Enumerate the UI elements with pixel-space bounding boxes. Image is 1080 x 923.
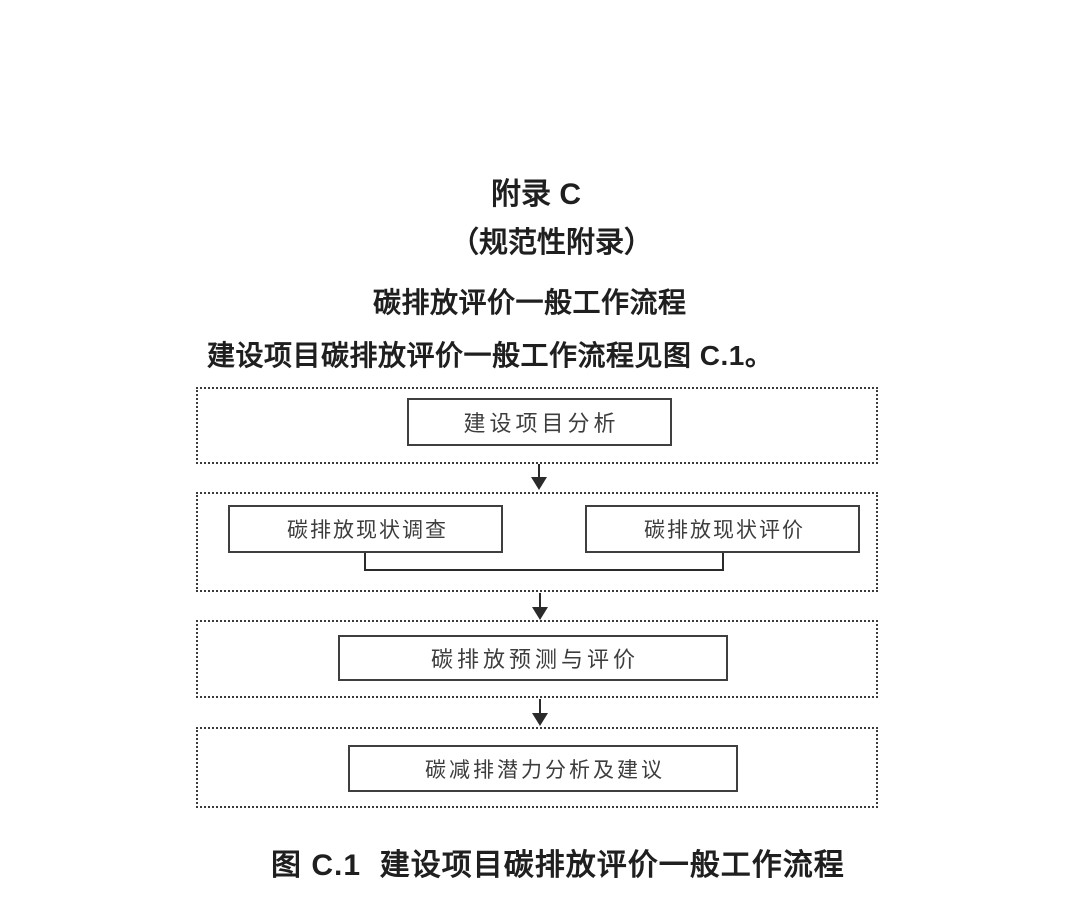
flow-box-label: 碳排放预测与评价 — [430, 647, 639, 672]
flow-box-label: 碳排放现状评价 — [644, 518, 805, 542]
connector-line-right-drop — [722, 553, 724, 571]
appendix-title: 附录 C — [491, 178, 581, 211]
arrow-head-icon — [532, 607, 548, 620]
arrow-head-icon — [531, 477, 547, 490]
arrow-head-icon — [532, 713, 548, 726]
arrow-shaft — [539, 699, 541, 715]
flow-box-reduction-potential: 碳减排潜力分析及建议 — [348, 745, 738, 792]
arrow-shaft — [538, 464, 540, 479]
connector-arrow-down-1 — [531, 464, 547, 490]
connector-arrow-down-2 — [532, 593, 548, 620]
flow-box-status-evaluation: 碳排放现状评价 — [585, 505, 860, 553]
appendix-subtitle: （规范性附录） — [450, 227, 654, 259]
flow-box-label: 碳排放现状调查 — [287, 518, 448, 542]
flow-box-label: 建设项目分析 — [463, 411, 620, 436]
flow-box-project-analysis: 建设项目分析 — [407, 398, 672, 446]
flow-box-label: 碳减排潜力分析及建议 — [425, 757, 665, 782]
flow-box-status-survey: 碳排放现状调查 — [228, 505, 503, 553]
flow-box-prediction-evaluation: 碳排放预测与评价 — [338, 635, 728, 681]
appendix-heading: 碳排放评价一般工作流程 — [373, 287, 687, 318]
figure-caption: 图 C.1 建设项目碳排放评价一般工作流程 — [271, 849, 845, 882]
arrow-shaft — [539, 593, 541, 609]
intro-paragraph: 建设项目碳排放评价一般工作流程见图 C.1。 — [207, 340, 774, 371]
connector-line-left-drop — [364, 553, 366, 571]
connector-arrow-down-3 — [532, 699, 548, 726]
connector-line-merge — [364, 569, 724, 571]
